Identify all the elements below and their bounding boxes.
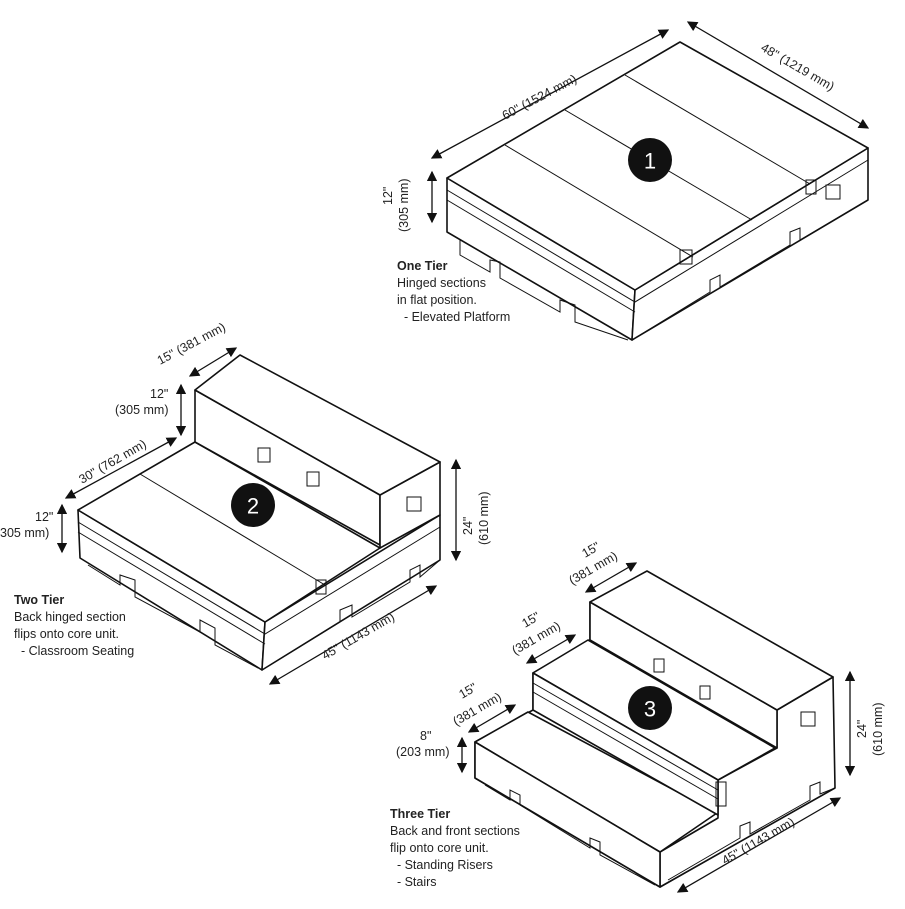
dim-top-height-in-label: 12" bbox=[150, 387, 168, 401]
badge-2: 2 bbox=[231, 483, 275, 527]
caption-title: Two Tier bbox=[14, 593, 64, 607]
badge-1: 1 bbox=[628, 138, 672, 182]
caption-line: in flat position. bbox=[397, 293, 477, 307]
svg-text:2: 2 bbox=[247, 494, 259, 519]
three-tier-caption: Three Tier Back and front sections flip … bbox=[390, 807, 520, 889]
svg-text:1: 1 bbox=[644, 149, 656, 174]
dim-height-in-label: 12" bbox=[381, 187, 395, 205]
dim-step1-mm-label: (381 mm) bbox=[451, 690, 504, 729]
dim-base-height-in-label: 12" bbox=[35, 510, 53, 524]
dim-height-mm-label: (305 mm) bbox=[397, 179, 411, 232]
caption-line: Back and front sections bbox=[390, 824, 520, 838]
dim-step1-in-label: 15" bbox=[457, 680, 480, 701]
caption-line: - Stairs bbox=[390, 875, 437, 889]
dim-total-height-in-label: 24" bbox=[461, 517, 475, 535]
caption-line: - Classroom Seating bbox=[14, 644, 134, 658]
caption-title: Three Tier bbox=[390, 807, 450, 821]
one-tier-caption: One Tier Hinged sections in flat positio… bbox=[397, 259, 510, 324]
badge-3: 3 bbox=[628, 686, 672, 730]
caption-line: Back hinged section bbox=[14, 610, 126, 624]
caption-line: - Standing Risers bbox=[390, 858, 493, 872]
dim-top-depth-label: 15" (381 mm) bbox=[155, 320, 228, 368]
caption-line: Hinged sections bbox=[397, 276, 486, 290]
caption-line: - Elevated Platform bbox=[397, 310, 510, 324]
two-tier-caption: Two Tier Back hinged section flips onto … bbox=[14, 593, 134, 658]
svg-text:3: 3 bbox=[644, 697, 656, 722]
one-tier-platform bbox=[446, 41, 869, 341]
dim-base-height-mm-label: 305 mm) bbox=[0, 526, 49, 540]
dim-width-label: 48" (1219 mm) bbox=[759, 40, 837, 93]
caption-line: flips onto core unit. bbox=[14, 627, 119, 641]
three-tier-platform bbox=[474, 570, 836, 888]
dim-step-height-mm-label: (203 mm) bbox=[396, 745, 449, 759]
dim-total-height-in-label: 24" bbox=[855, 720, 869, 738]
dim-total-height-mm-label: (610 mm) bbox=[871, 703, 885, 756]
dim-total-height-mm-label: (610 mm) bbox=[477, 492, 491, 545]
caption-line: flip onto core unit. bbox=[390, 841, 489, 855]
caption-title: One Tier bbox=[397, 259, 448, 273]
dim-step-height-in-label: 8" bbox=[420, 729, 431, 743]
dim-top-height-mm-label: (305 mm) bbox=[115, 403, 168, 417]
